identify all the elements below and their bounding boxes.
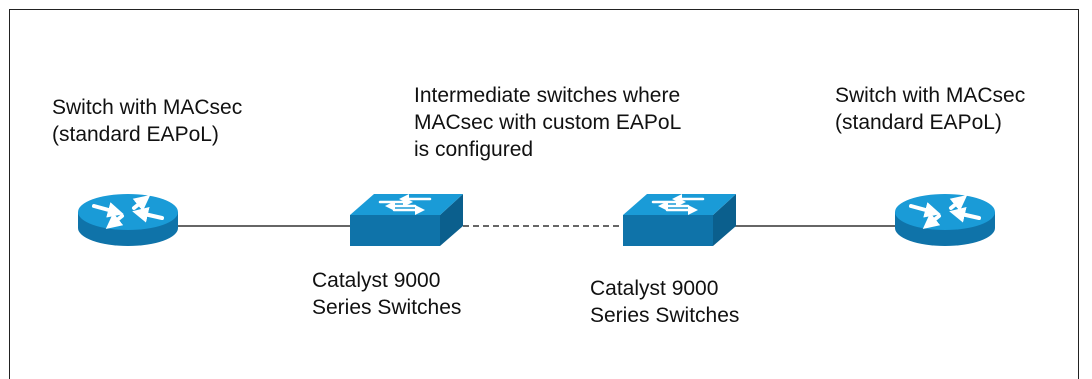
left-switch-label: Catalyst 9000 Series Switches [312,267,461,321]
left-switch-label-line2: Series Switches [312,296,462,319]
diagram-frame [9,9,1079,379]
right-router-label-line1: Switch with MACsec [835,84,1026,107]
router-icon [78,194,178,246]
right-router-label: Switch with MACsec (standard EAPoL) [835,82,1025,136]
right-router-label-line2: (standard EAPoL) [835,111,1002,134]
right-switch-label: Catalyst 9000 Series Switches [590,275,739,329]
router-icon [895,194,995,246]
intermediate-label-line3: is configured [414,138,534,161]
left-router-label-line2: (standard EAPoL) [52,123,219,146]
intermediate-label-line2: MACsec with custom EAPoL [414,111,682,134]
network-diagram [78,194,995,246]
right-switch-label-line2: Series Switches [590,304,740,327]
intermediate-switches-label: Intermediate switches where MACsec with … [414,82,681,163]
left-router-label-line1: Switch with MACsec [52,96,243,119]
left-switch-label-line1: Catalyst 9000 [312,269,441,292]
right-switch-label-line1: Catalyst 9000 [590,277,719,300]
left-router-label: Switch with MACsec (standard EAPoL) [52,94,242,148]
switch-icon [623,194,736,246]
intermediate-label-line1: Intermediate switches where [414,84,681,107]
switch-icon [350,194,463,246]
